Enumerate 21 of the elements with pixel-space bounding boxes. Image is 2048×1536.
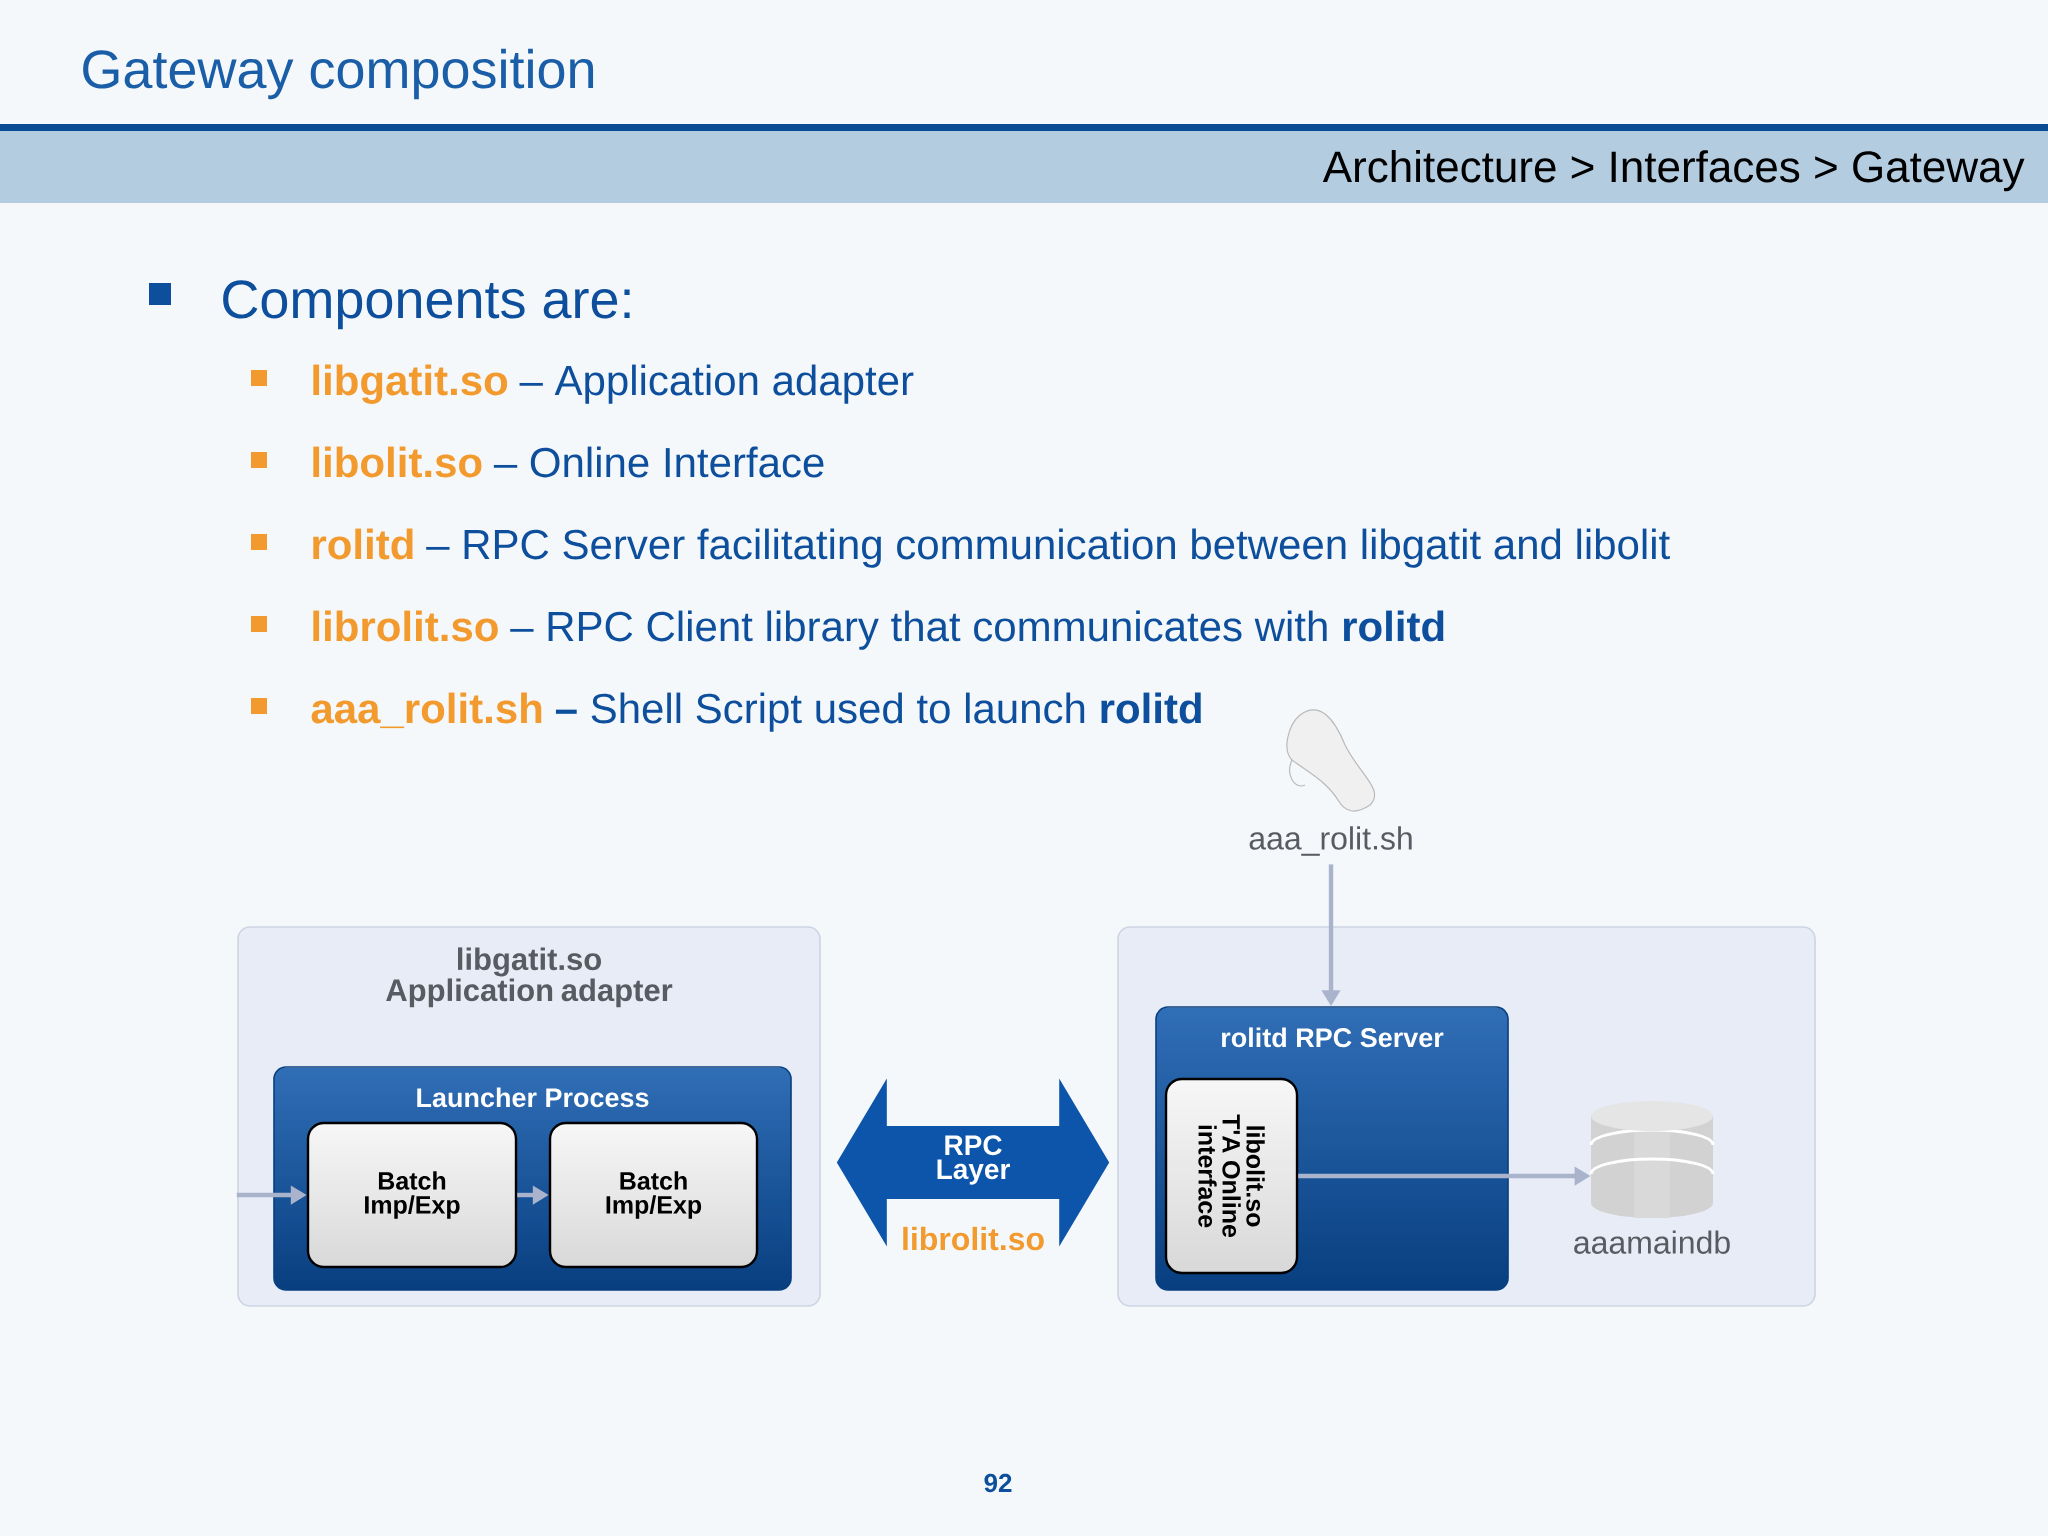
- term: libolit.so: [313, 446, 482, 478]
- process-box: Batch Imp/Exp: [306, 1121, 518, 1269]
- description: – RPC Client library that communicates with rolitd: [510, 610, 1444, 650]
- database-label: aaamaindb: [1574, 1230, 1730, 1254]
- heading: Components are:: [223, 280, 630, 330]
- library-label: librolit.so: [903, 1226, 1044, 1251]
- term: librolit.so: [313, 610, 498, 642]
- edge-label: RPC Layer: [921, 1133, 1025, 1187]
- process-box: Batch Imp/Exp: [548, 1121, 759, 1269]
- description: – Online Interface: [493, 446, 824, 478]
- description: – RPC Server facilitating communication between libgatit and libolit: [426, 528, 1670, 568]
- description: – Application adapter: [519, 364, 914, 404]
- description: – Shell Script used to launch rolitd: [555, 692, 1201, 732]
- file-label: aaa_rolit.sh: [1249, 826, 1412, 856]
- page-number: 92: [984, 1473, 1012, 1493]
- term: rolitd: [313, 528, 413, 560]
- interface-box: libolit.so T'A Online interface: [1164, 1077, 1299, 1275]
- breadcrumb: Architecture > Interfaces > Gateway: [1322, 150, 2025, 192]
- term: libgatit.so: [313, 364, 508, 404]
- term: aaa_rolit.sh: [311, 692, 542, 729]
- title: Gateway composition: [83, 48, 594, 100]
